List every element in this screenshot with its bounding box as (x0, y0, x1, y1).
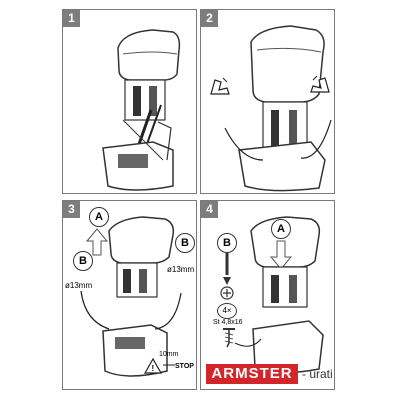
step-3-illustration: ! (80, 216, 182, 377)
drill-diameter-label: ø13mm (65, 281, 93, 290)
step-number: 1 (63, 10, 80, 27)
callout-b: B (217, 233, 237, 253)
step-number: 2 (201, 10, 218, 27)
hand-icon (210, 77, 230, 95)
brand-logo: ARMSTER (206, 364, 298, 384)
step-1-illustration (102, 29, 181, 191)
callout-a: A (89, 207, 109, 227)
depth-label: 10mm (159, 351, 179, 358)
step-number: 4 (201, 201, 218, 218)
drill-diameter-label: ø13mm (167, 265, 195, 274)
quantity-label: 4× (217, 303, 237, 319)
step-2-illustration (224, 25, 332, 192)
brand-sub: - urati (302, 367, 333, 381)
step-number: 3 (63, 201, 80, 218)
step-4-illustration (220, 216, 324, 374)
step-1-panel: 1 (62, 9, 197, 194)
step-2-panel: 2 (200, 9, 335, 194)
hand-icon (310, 75, 330, 93)
callout-b: B (175, 233, 195, 253)
svg-text:!: ! (152, 364, 155, 373)
callout-b: B (73, 251, 93, 271)
screw-size-label: St 4,8x16 (213, 319, 243, 326)
stop-label: STOP (175, 363, 194, 370)
step-4-panel: 4 A B 4× St 4,8x16 (200, 200, 335, 390)
callout-a: A (271, 219, 291, 239)
step-3-panel: 3 ! A B B ø13mm ø13mm 10mm STOP (62, 200, 197, 390)
